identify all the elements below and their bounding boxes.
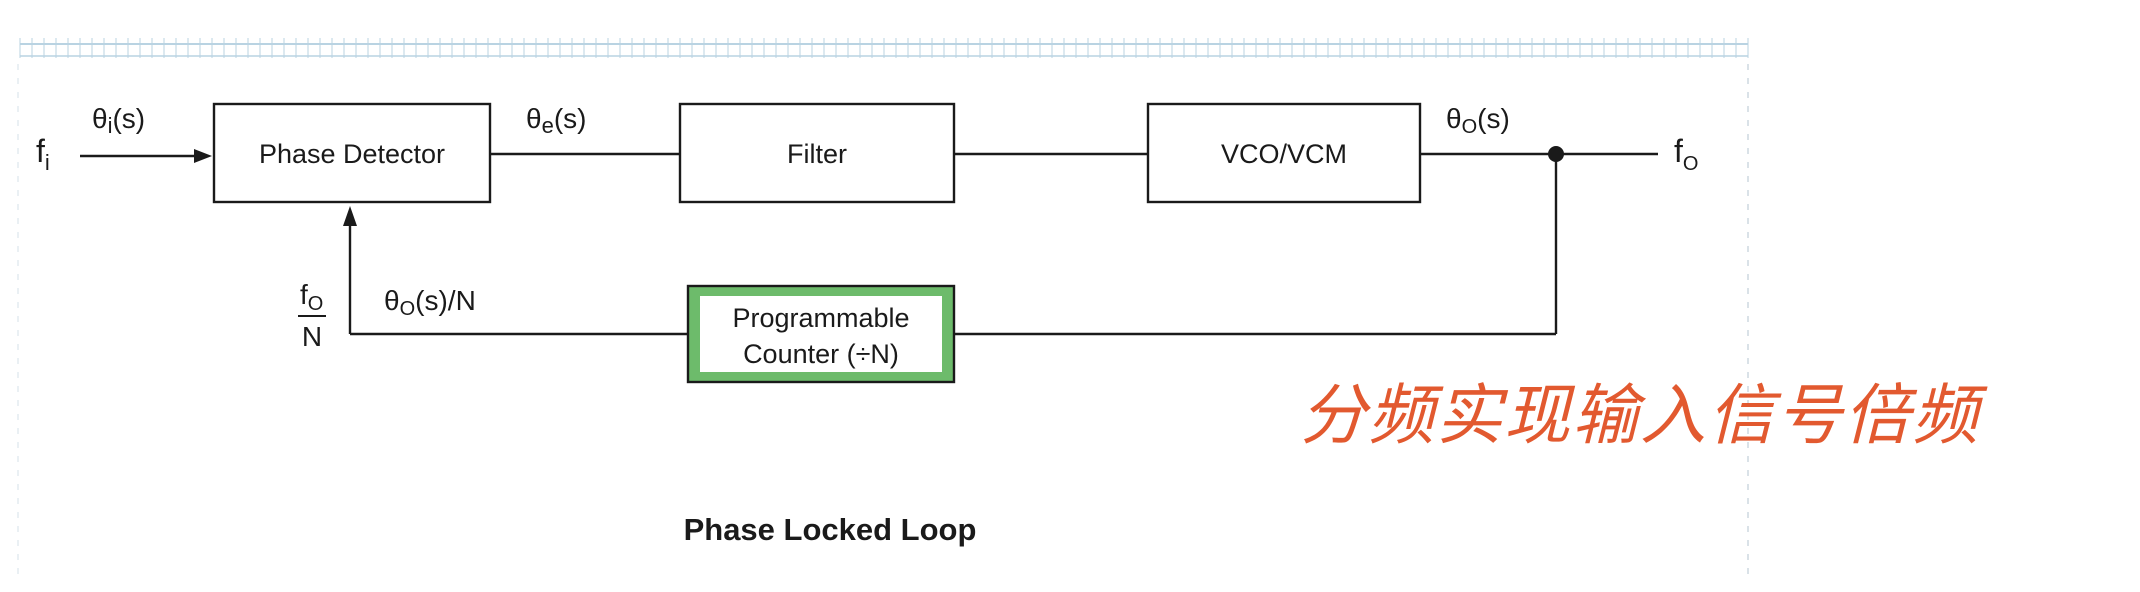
phase-detector-label: Phase Detector bbox=[259, 139, 445, 169]
vco-block: VCO/VCM bbox=[1146, 102, 1422, 204]
fraction-denominator: N bbox=[302, 321, 322, 352]
feedback-arrowhead bbox=[343, 206, 357, 226]
input-frequency-label: fi bbox=[36, 133, 50, 175]
filter-label: Filter bbox=[787, 139, 847, 169]
output-frequency-label: fO bbox=[1674, 133, 1698, 175]
phase-detector-block: Phase Detector bbox=[212, 102, 492, 204]
filter-block: Filter bbox=[678, 102, 956, 204]
fraction-numerator: fO bbox=[300, 279, 323, 315]
feedback-theta-label: θO(s)/N bbox=[384, 285, 476, 320]
programmable-counter-block: Programmable Counter (÷N) bbox=[686, 284, 956, 384]
theta-i-label: θi(s) bbox=[92, 103, 145, 138]
feedback-frequency-fraction: fO N bbox=[298, 279, 326, 352]
output-junction-dot bbox=[1548, 146, 1564, 162]
counter-label-line2: Counter (÷N) bbox=[743, 339, 899, 369]
input-arrowhead bbox=[194, 149, 212, 163]
grid-border bbox=[17, 38, 1749, 574]
counter-label-line1: Programmable bbox=[732, 303, 909, 333]
theta-o-label: θO(s) bbox=[1446, 103, 1510, 138]
signal-lines bbox=[80, 152, 1658, 336]
diagram-title: Phase Locked Loop bbox=[684, 512, 977, 547]
theta-e-label: θe(s) bbox=[526, 103, 586, 138]
handwritten-annotation: 分频实现输入信号倍频 bbox=[1300, 377, 1988, 454]
vco-label: VCO/VCM bbox=[1221, 139, 1347, 169]
